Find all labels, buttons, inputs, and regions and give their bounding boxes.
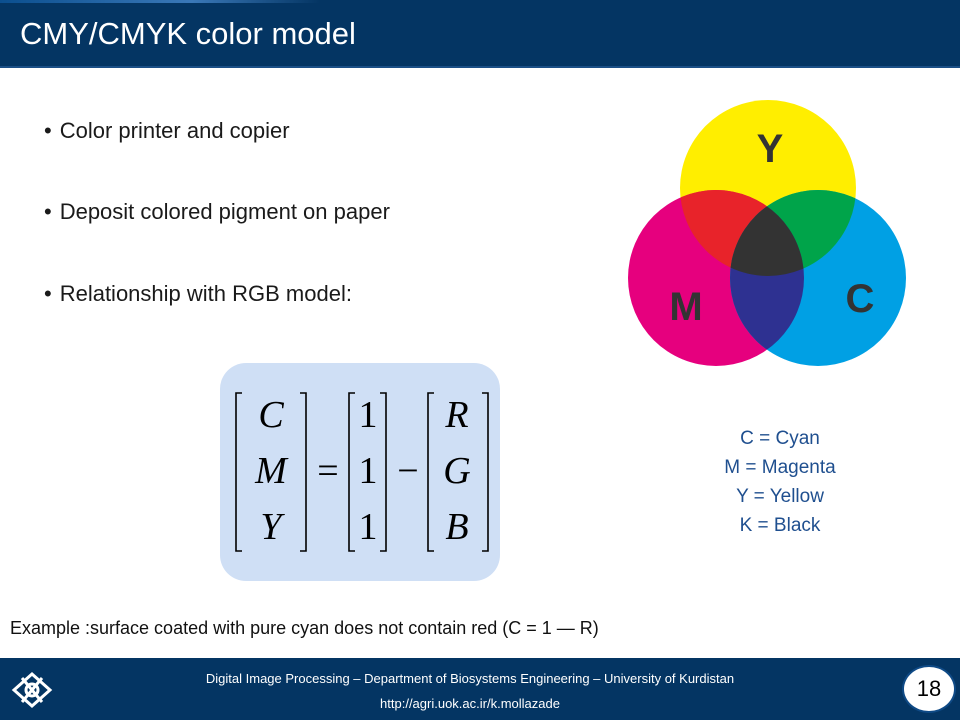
matrix-m: M [254, 450, 289, 492]
university-logo-icon [11, 671, 53, 709]
slide-title: CMY/CMYK color model [20, 16, 356, 51]
bracket-left-close [300, 392, 307, 552]
matrix-c: C [258, 394, 284, 436]
footer-course-info: Digital Image Processing – Department of… [205, 671, 735, 686]
bracket-ones-open [348, 392, 355, 552]
bracket-left-open [235, 392, 242, 552]
bullet-dot: • [44, 118, 52, 143]
bullet-text: Deposit colored pigment on paper [59, 199, 390, 224]
bullet-dot: • [44, 199, 52, 224]
equals-sign: = [317, 450, 338, 492]
slide-header: CMY/CMYK color model [0, 0, 960, 68]
matrix-equation-box: C M Y R G B 1 1 1 = − [220, 363, 500, 581]
example-text: Example :surface coated with pure cyan d… [10, 618, 599, 638]
legend-item: M = Magenta [724, 457, 836, 478]
bullet-item: • Relationship with RGB model: [44, 281, 352, 307]
venn-label-c: C [846, 277, 875, 321]
matrix-one: 1 [359, 450, 378, 492]
matrix-one: 1 [359, 506, 378, 548]
matrix-b: B [445, 506, 468, 548]
bracket-right-open [427, 392, 434, 552]
page-number-badge: 18 [902, 665, 956, 713]
slide-footer: Digital Image Processing – Department of… [0, 658, 960, 720]
minus-sign: − [397, 450, 418, 492]
venn-label-m: M [669, 285, 702, 329]
matrix-g: G [443, 450, 470, 492]
bullet-text: Color printer and copier [59, 118, 290, 143]
venn-label-y: Y [757, 127, 784, 171]
bullet-item: • Color printer and copier [44, 118, 290, 144]
matrix-one: 1 [359, 394, 378, 436]
bullet-item: • Deposit colored pigment on paper [44, 199, 390, 225]
black-overlap [730, 190, 804, 276]
legend-item: K = Black [739, 515, 821, 536]
bullet-dot: • [44, 281, 52, 306]
bullet-text: Relationship with RGB model: [59, 281, 352, 306]
bracket-ones-close [380, 392, 387, 552]
matrix-equation: C M Y R G B 1 1 1 = − [235, 392, 489, 552]
bracket-right-close [482, 392, 489, 552]
matrix-y: Y [260, 506, 285, 548]
footer-url-link[interactable]: http://agri.uok.ac.ir/k.mollazade [380, 696, 560, 711]
header-accent-line [0, 0, 320, 3]
color-legend: C = Cyan M = Magenta Y = Yellow K = Blac… [680, 424, 880, 540]
legend-item: C = Cyan [740, 428, 820, 449]
legend-item: Y = Yellow [736, 486, 824, 507]
matrix-r: R [444, 394, 468, 436]
cmy-venn-diagram: Y M C [628, 100, 906, 366]
